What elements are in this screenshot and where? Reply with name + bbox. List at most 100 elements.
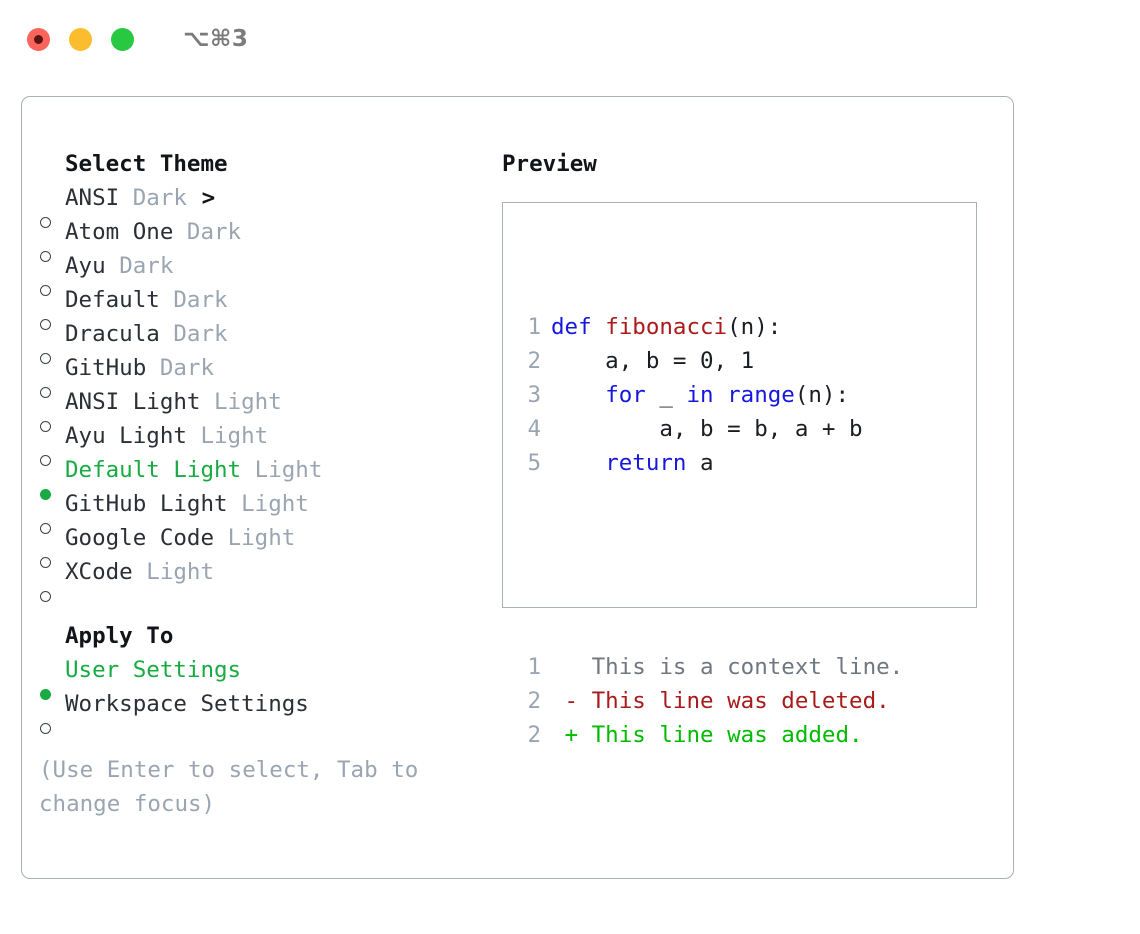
theme-variant-label: Light [146,559,215,585]
line-number: 1 [527,314,541,340]
code-token: return [605,450,687,476]
theme-name-label: GitHub [65,355,147,381]
diff-line: 2 + This line was added. [515,718,903,752]
code-line: 3 for _ in range(n): [515,378,903,412]
code-token: a, b = 0, 1 [551,348,755,374]
radio-hollow-icon [40,421,51,432]
line-number: 2 [527,688,541,714]
prompt-caret-icon: > [201,185,216,211]
theme-list-item[interactable]: Google Code Light [39,521,479,568]
apply-to-option-label: Workspace Settings [65,691,309,717]
code-spacer [515,548,903,582]
apply-to-option[interactable]: Workspace Settings [39,687,479,734]
code-line: 5 return a [515,446,903,480]
radio-hollow-icon [40,353,51,364]
code-token: def [551,314,606,340]
theme-list-item[interactable]: Dracula Dark [39,317,479,364]
radio-hollow-icon [40,455,51,466]
code-line: 4 a, b = b, a + b [515,412,903,446]
line-number: 3 [527,382,541,408]
code-token: range [727,382,795,408]
line-number: 1 [527,654,541,680]
minimize-button[interactable] [69,27,92,51]
theme-variant-label: Light [227,525,296,551]
theme-list-item[interactable]: GitHub Dark [39,351,479,398]
radio-hollow-icon [40,723,51,734]
theme-list-item[interactable]: Ayu Dark [39,249,479,296]
code-token: _ [645,382,687,408]
theme-name-label: Google Code [65,525,215,551]
diff-sample: 1 This is a context line.2 - This line w… [515,650,903,752]
theme-name-label: Dracula [65,321,160,347]
code-token: for [605,382,646,408]
diff-line: 1 This is a context line. [515,650,903,684]
theme-variant-label: Dark [186,219,242,245]
code-token: fibonacci [605,314,728,340]
theme-name-label: ANSI Light [65,389,201,415]
radio-filled-icon [40,689,51,700]
theme-variant-label: Dark [159,355,215,381]
title-bar: ⌥⌘3 [0,0,1140,78]
radio-hollow-icon [40,523,51,534]
theme-name-label: Ayu [65,253,106,279]
theme-list-item[interactable]: GitHub Light Light [39,487,479,534]
theme-list-item[interactable]: Ayu Light Light [39,419,479,466]
line-number: 4 [527,416,541,442]
theme-list-item[interactable]: Default Light Light [39,453,479,500]
theme-list-item[interactable]: ANSI Light Light [39,385,479,432]
diff-text: This is a context line. [591,654,904,680]
apply-to-option-label: User Settings [65,657,242,683]
theme-name-label: Default [65,287,160,313]
keyboard-hint-text: (Use Enter to select, Tab to change focu… [39,757,432,817]
code-token [551,446,605,480]
code-line: 2 a, b = 0, 1 [515,344,903,378]
radio-hollow-icon [40,285,51,296]
radio-hollow-icon [40,387,51,398]
theme-variant-label: Dark [173,321,228,347]
theme-list-item[interactable]: Default Dark [39,283,479,330]
preview-title: Preview [502,151,597,177]
spacer [39,589,479,619]
code-token: a, b = b, a + b [551,416,863,442]
code-token: in [686,382,714,408]
diff-marker: + [551,722,592,748]
diff-marker [551,650,592,684]
diff-line: 2 - This line was deleted. [515,684,903,718]
code-token: (n): [727,314,782,340]
code-line: 1 def fibonacci(n): [515,310,903,344]
theme-list-item[interactable]: Atom One Dark [39,215,479,262]
code-token: a [686,450,714,476]
theme-name-label: Atom One [65,219,174,245]
close-button[interactable] [27,27,50,51]
apply-to-heading: Apply To [39,619,479,653]
theme-name-label: XCode [65,559,133,585]
theme-variant-label: Light [214,389,282,415]
theme-variant-label: Dark [119,253,174,279]
radio-hollow-icon [40,217,51,228]
theme-name-label: ANSI [65,185,120,211]
theme-variant-label: Dark [132,185,187,211]
theme-list-item[interactable]: XCode Light [39,555,479,602]
code-token [714,378,728,412]
apply-to-option[interactable]: User Settings [39,653,479,700]
window-controls [27,27,134,51]
maximize-button[interactable] [111,27,134,51]
radio-filled-icon [40,489,51,500]
record-indicator-icon [34,34,43,44]
theme-list-item[interactable]: ANSI Dark [39,181,479,228]
line-number: 2 [527,722,541,748]
line-number: 5 [527,450,541,476]
theme-name-label: GitHub Light [65,491,228,517]
theme-variant-label: Light [254,457,323,483]
theme-name-label: Default Light [65,457,242,483]
code-token [551,378,605,412]
diff-text: This line was added. [591,722,863,748]
radio-hollow-icon [40,557,51,568]
